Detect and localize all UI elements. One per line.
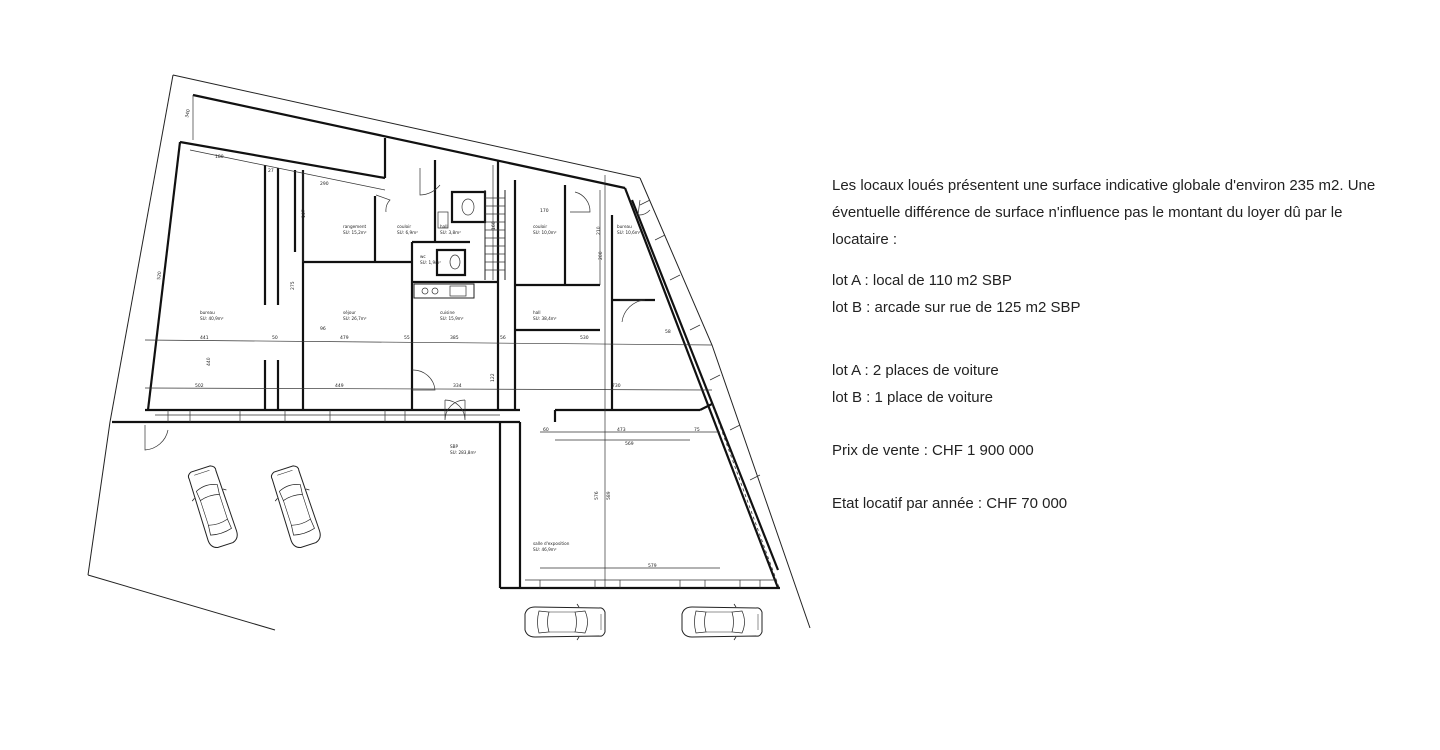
car-4 bbox=[681, 603, 763, 641]
dimension-labels: 340 520 180 290 441 479 385 502 449 334 … bbox=[156, 109, 700, 569]
room-area-sejour: SU: 26,7m² bbox=[343, 316, 367, 321]
room-area-couloir2: SU: 10,0m² bbox=[533, 230, 557, 235]
kitchen-counter bbox=[413, 283, 475, 299]
lot-a-parking: lot A : 2 places de voiture bbox=[832, 362, 999, 379]
room-name-cuisine: cuisine bbox=[440, 310, 455, 315]
room-area-salle: SU: 46,9m² bbox=[533, 547, 557, 552]
room-labels: bureau SU: 40,9m² rangement SU: 15,2m² s… bbox=[200, 224, 641, 552]
car-1 bbox=[183, 462, 243, 552]
surface-description: Les locaux loués présentent une surface … bbox=[832, 177, 1376, 248]
car-3 bbox=[524, 603, 606, 641]
room-name-bureau-left: bureau bbox=[200, 310, 215, 315]
dim-label: 96 bbox=[320, 326, 326, 332]
dim-label: 50 bbox=[272, 335, 278, 341]
windows bbox=[155, 199, 775, 588]
dim-label: 473 bbox=[617, 427, 626, 433]
facade-strip bbox=[711, 403, 781, 591]
dim-label: 520 bbox=[156, 271, 163, 280]
room-name-couloir: couloir bbox=[397, 224, 411, 229]
room-area-bureau-right: SU: 10,6m² bbox=[617, 230, 641, 235]
dim-label: 58 bbox=[665, 329, 671, 335]
dim-label: 334 bbox=[453, 383, 462, 389]
dim-label: 479 bbox=[340, 335, 349, 341]
dim-label: 576 bbox=[594, 491, 600, 500]
dim-label: 530 bbox=[580, 335, 589, 341]
dim-label: 730 bbox=[612, 383, 621, 389]
dim-label: 275 bbox=[290, 281, 296, 290]
room-area-rangement: SU: 15,2m² bbox=[343, 230, 367, 235]
dim-label: 210 bbox=[596, 226, 602, 235]
room-name-bureau-right: bureau bbox=[617, 224, 632, 229]
dim-label: 290 bbox=[320, 181, 329, 187]
dim-label: 147 bbox=[301, 209, 307, 218]
dim-label: 27 bbox=[268, 168, 274, 174]
lot-b-surface: lot B : arcade sur rue de 125 m2 SBP bbox=[832, 299, 1081, 316]
room-area-cuisine: SU: 15,9m² bbox=[440, 316, 464, 321]
dim-label: 340 bbox=[184, 109, 192, 119]
room-area-hall: SU: 38,4m² bbox=[533, 316, 557, 321]
lot-a-surface: lot A : local de 110 m2 SBP bbox=[832, 272, 1012, 289]
dim-label: 579 bbox=[648, 563, 657, 569]
room-name-sbp: SBP bbox=[450, 444, 459, 449]
dim-label: 569 bbox=[625, 441, 634, 447]
room-area-bureau-left: SU: 40,9m² bbox=[200, 316, 224, 321]
annual-rental: Etat locatif par année : CHF 70 000 bbox=[832, 495, 1068, 512]
room-name-salle: salle d'exposition bbox=[533, 541, 570, 546]
floor-plan: bureau SU: 40,9m² rangement SU: 15,2m² s… bbox=[87, 74, 811, 641]
staircase bbox=[484, 190, 506, 280]
sanitary-fixtures bbox=[437, 198, 475, 270]
parking-cars bbox=[183, 462, 763, 641]
dim-label: 385 bbox=[450, 335, 459, 341]
dimension-lines bbox=[144, 95, 720, 588]
dim-label: 55 bbox=[404, 335, 410, 341]
room-name-couloir2: couloir bbox=[533, 224, 547, 229]
dim-label: 60 bbox=[543, 427, 549, 433]
interior-walls bbox=[263, 160, 655, 410]
dim-label: 589 bbox=[606, 491, 612, 500]
building-walls bbox=[112, 93, 780, 590]
room-area-wc: SU: 1,9m² bbox=[420, 260, 441, 265]
room-area-hall-top: SU: 3,8m² bbox=[440, 230, 461, 235]
dim-label: 122 bbox=[490, 373, 496, 382]
site-boundary bbox=[87, 74, 811, 631]
room-name-wc: wc bbox=[420, 254, 426, 259]
dim-label: 160 bbox=[491, 221, 497, 230]
dim-label: 56 bbox=[500, 335, 506, 341]
door-swings bbox=[144, 168, 651, 451]
room-name-rangement: rangement bbox=[343, 224, 366, 229]
sale-price: Prix de vente : CHF 1 900 000 bbox=[832, 442, 1034, 459]
room-area-sbp: SU: 283,8m² bbox=[450, 450, 477, 455]
room-name-hall-top: hall bbox=[440, 224, 448, 229]
room-name-sejour: séjour bbox=[343, 310, 356, 315]
dim-label: 170 bbox=[540, 208, 549, 214]
listing-details: Les locaux loués présentent une surface … bbox=[832, 172, 1392, 517]
room-area-couloir: SU: 6,9m² bbox=[397, 230, 418, 235]
car-2 bbox=[266, 462, 326, 552]
room-name-hall: hall bbox=[533, 310, 541, 315]
dim-label: 440 bbox=[206, 357, 212, 366]
dim-label: 180 bbox=[215, 154, 224, 160]
lot-b-parking: lot B : 1 place de voiture bbox=[832, 389, 993, 406]
dim-label: 449 bbox=[335, 383, 344, 389]
dim-label: 502 bbox=[195, 383, 204, 389]
dim-label: 441 bbox=[200, 335, 209, 341]
dim-label: 75 bbox=[694, 427, 700, 433]
dim-label: 200 bbox=[598, 251, 604, 260]
